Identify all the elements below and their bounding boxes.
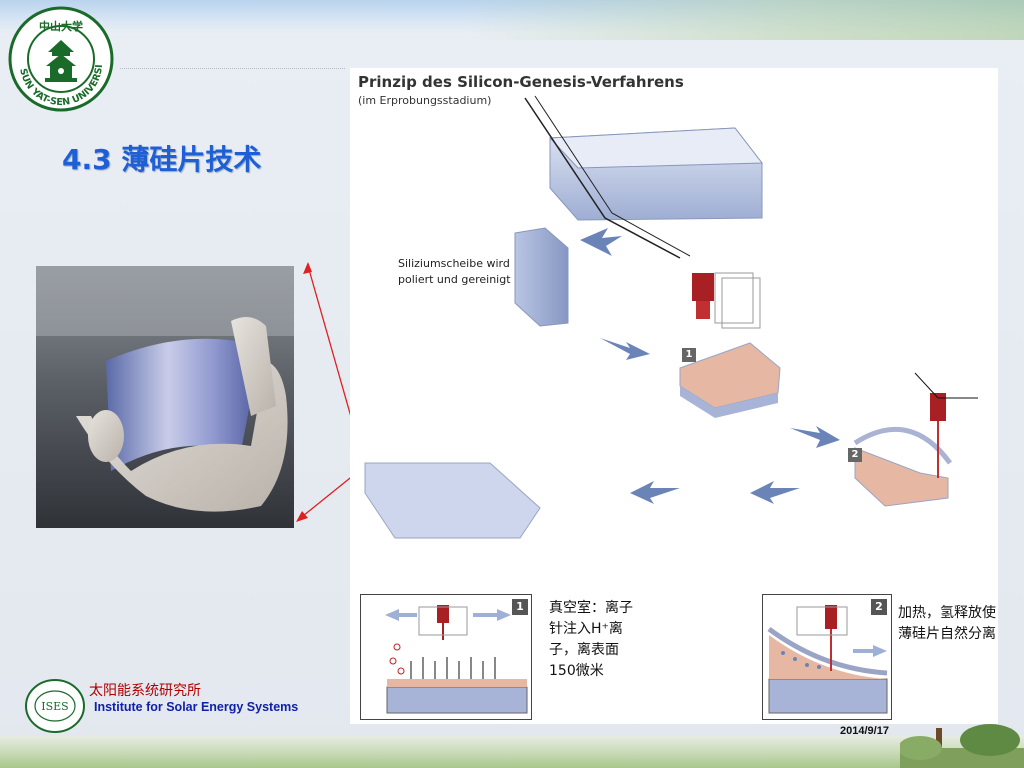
step2-inset: 2 (762, 594, 892, 720)
slide-title: 4.3 薄硅片技术 (62, 143, 262, 176)
step2-note: 加热，氢释放使薄硅片自然分离 (898, 605, 996, 642)
bottom-banner (0, 736, 1024, 768)
ises-logo-text: ISES (41, 700, 68, 713)
diagram-subtitle: (im Erprobungsstadium) (358, 94, 492, 107)
diagram-title: Prinzip des Silicon-Genesis-Verfahrens (358, 73, 684, 91)
diagram-step2-badge: 2 (848, 448, 862, 462)
sysu-logo: SUN YAT-SEN UNIVERSITY 中山大学 (8, 6, 114, 112)
institute-chinese-name: 太阳能系统研究所 (89, 683, 201, 699)
thin-wafer-photo (36, 266, 294, 528)
logo-chinese-text: 中山大学 (39, 19, 83, 33)
ises-logo: ISES (25, 679, 85, 733)
step2-number: 2 (871, 599, 887, 615)
hydrogen-release-illustration (767, 605, 888, 714)
process-illustration (364, 95, 978, 539)
slide-date: 2014/9/17 (840, 725, 889, 737)
institute-english-name: Institute for Solar Energy Systems (94, 700, 299, 714)
campus-trees-decoration (900, 724, 1024, 768)
step1-inset: 1 (360, 594, 532, 720)
step1-note: 真空室：离子针注入H⁺离子，离表面150微米 (549, 600, 633, 679)
step1-number: 1 (512, 599, 528, 615)
wafer-polish-note: Siliziumscheibe wird poliert und gereini… (398, 257, 511, 286)
top-leaf-decoration (464, 0, 1024, 40)
diagram-step1-badge: 1 (682, 348, 696, 362)
ion-implant-illustration (385, 605, 528, 714)
header-divider (120, 68, 345, 69)
